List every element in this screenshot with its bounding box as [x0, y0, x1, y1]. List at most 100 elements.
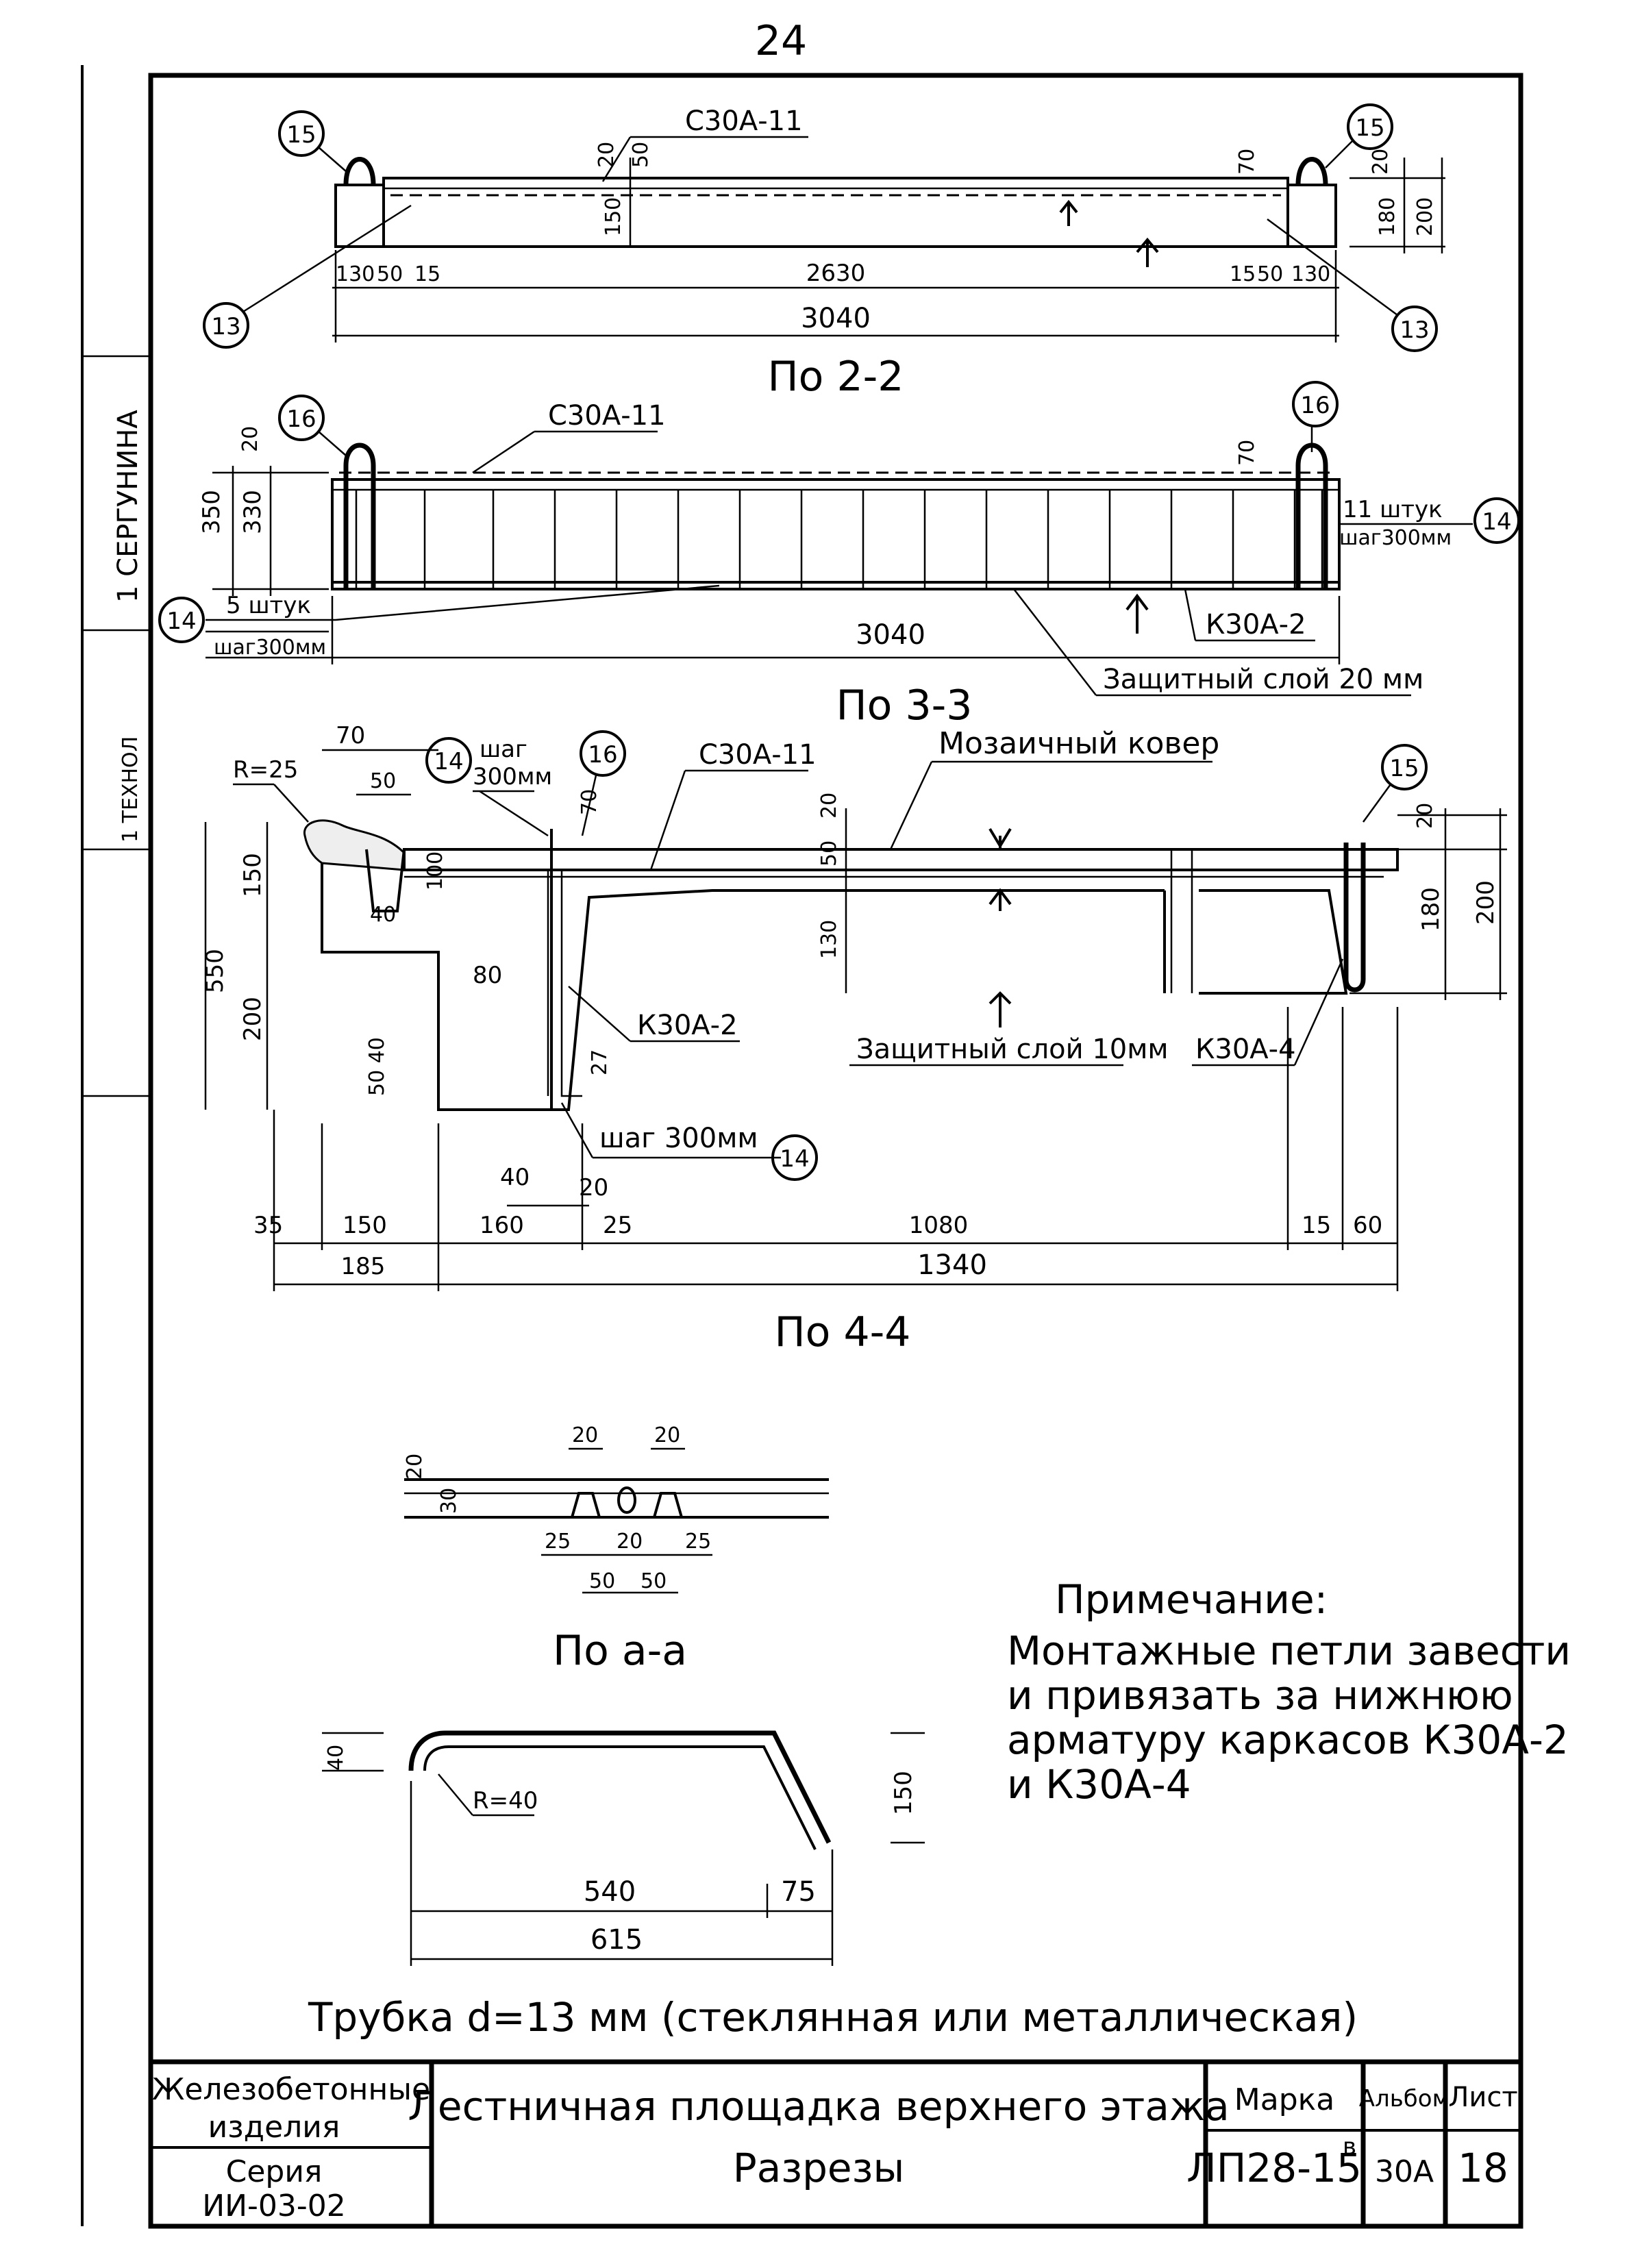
callout-15-left: 15 — [286, 121, 316, 149]
dim-15-4-4: 15 — [1302, 1212, 1331, 1239]
album-label: Альбом — [1359, 2085, 1450, 2113]
dim-200-4-4: 200 — [239, 997, 266, 1041]
drawing-subtitle: Разрезы — [733, 2145, 905, 2191]
dim-70-4-4: 70 — [336, 722, 365, 749]
step-300mm-bottom: шаг 300мм — [599, 1123, 758, 1154]
protective-layer-20: Защитный слой 20 мм — [1103, 664, 1423, 695]
callout-16-4-4: 16 — [588, 741, 617, 769]
dim-130-left: 130 — [336, 262, 375, 286]
dim-35: 35 — [253, 1212, 283, 1239]
dim-130: 130 — [817, 920, 841, 959]
dim-aa-25b: 25 — [685, 1530, 711, 1554]
dim-50-40: 50 40 — [365, 1037, 389, 1096]
dim-50-mid: 50 — [817, 840, 841, 867]
dim-aa-20b: 20 — [572, 1423, 598, 1447]
dim-15-left: 15 — [414, 262, 440, 286]
dim-60: 60 — [1353, 1212, 1382, 1239]
tube-dim-540: 540 — [584, 1876, 636, 1908]
dim-27: 27 — [588, 1049, 612, 1075]
dim-50-left: 50 — [377, 262, 403, 286]
category-line-2: изделия — [208, 2110, 340, 2145]
mark-c30a-11-4-4: С30А-11 — [699, 739, 817, 771]
series-label: Серия — [226, 2154, 323, 2189]
dim-aa-25a: 25 — [545, 1530, 571, 1554]
section-3-3: 16 16 14 14 С30А-11 20 350 330 70 11 шту… — [158, 381, 1520, 730]
mark-label: Марка — [1234, 2082, 1334, 2117]
dim-200-r: 200 — [1472, 880, 1500, 925]
dim-150-bottom: 150 — [343, 1212, 387, 1239]
section-3-3-title: По 3-3 — [836, 682, 973, 730]
callout-14-bottom: 14 — [780, 1145, 809, 1173]
dim-20-top: 20 — [595, 142, 619, 168]
sheet-label: Лист — [1448, 2082, 1517, 2113]
dim-70-right: 70 — [1235, 149, 1259, 175]
dim-50-4-4: 50 — [370, 769, 396, 793]
dim-15-right: 15 — [1230, 262, 1256, 286]
section-2-2-title: По 2-2 — [768, 353, 904, 401]
sheet-value: 18 — [1458, 2145, 1508, 2191]
dim-550: 550 — [201, 949, 229, 993]
note: Примечание: Монтажные петли завести и пр… — [1007, 1576, 1571, 1808]
side-stamp-role: 1 ТЕХНОЛ — [119, 736, 142, 843]
dim-330: 330 — [239, 490, 266, 534]
dim-50-right: 50 — [1257, 262, 1283, 286]
tube-detail: R=40 40 150 540 75 615 Трубка d=13 мм (с… — [308, 1730, 1358, 2041]
callout-13-right: 13 — [1400, 316, 1429, 344]
mark-k30a-4: К30А-4 — [1195, 1034, 1296, 1065]
mark-c30a-11: С30А-11 — [685, 105, 803, 137]
note-line-2: и привязать за нижнюю — [1007, 1672, 1513, 1719]
note-heading: Примечание: — [1055, 1576, 1328, 1623]
callout-13-left: 13 — [211, 313, 240, 340]
dim-40-bottom: 40 — [500, 1164, 530, 1191]
dim-aa-50a: 50 — [589, 1569, 615, 1593]
mosaic-cover: Мозаичный ковер — [938, 726, 1219, 761]
tube-dim-615: 615 — [590, 1924, 643, 1956]
dim-aa-20a: 20 — [403, 1454, 427, 1480]
callout-14-left: 14 — [166, 608, 196, 635]
dim-350: 350 — [198, 490, 225, 534]
tube-dim-75: 75 — [781, 1876, 816, 1908]
label-11-pieces: 11 штук — [1343, 496, 1443, 523]
callout-16-left: 16 — [286, 406, 316, 433]
dim-20-mid-top: 20 — [817, 793, 841, 819]
note-line-3: арматуру каркасов К30А-2 — [1007, 1717, 1569, 1763]
section-4-4: R=25 14 шаг 300мм 16 С30А-11 Мозаичный к… — [201, 722, 1507, 1356]
section-a-a-title: По а-а — [553, 1627, 687, 1675]
dim-20-3-3: 20 — [238, 426, 262, 452]
category-line-1: Железобетонные — [152, 2072, 430, 2107]
dim-40-4-4: 40 — [370, 903, 396, 927]
dim-50-top: 50 — [629, 142, 653, 168]
label-step-right: шаг300мм — [1339, 526, 1452, 550]
dim-180-4-4: 180 — [1417, 887, 1445, 932]
dim-1080: 1080 — [909, 1212, 969, 1239]
dim-80: 80 — [473, 962, 502, 989]
section-a-a: 20 30 20 20 25 20 25 50 50 По а-а — [403, 1423, 829, 1675]
step-label: шаг — [480, 736, 527, 763]
series-value: ИИ-03-02 — [202, 2189, 346, 2223]
step-value: 300мм — [473, 763, 552, 790]
callout-16-right: 16 — [1300, 392, 1330, 419]
callout-14-right: 14 — [1482, 508, 1511, 536]
mark-k30a-2: К30А-2 — [1206, 609, 1306, 640]
dim-200: 200 — [1413, 197, 1437, 236]
dim-aa-20d: 20 — [617, 1530, 643, 1554]
callout-14-4-4: 14 — [434, 748, 463, 775]
section-4-4-title: По 4-4 — [775, 1308, 911, 1356]
dim-20-bottom: 20 — [579, 1174, 608, 1201]
drawing-frame — [148, 73, 1523, 2229]
mark-value: ЛП28-15 — [1186, 2145, 1362, 2191]
dim-185: 185 — [341, 1253, 386, 1280]
section-2-2: 15 15 13 13 С30А-11 20 50 150 70 20 180 … — [203, 103, 1445, 401]
side-stamp-name: 1 СЕРГУНИНА — [112, 410, 144, 603]
protective-layer-10: Защитный слой 10мм — [856, 1034, 1169, 1065]
dim-aa-20c: 20 — [654, 1423, 680, 1447]
label-5-pieces: 5 штук — [226, 592, 311, 619]
label-step-left: шаг300мм — [214, 636, 326, 660]
title-block: Железобетонные изделия Серия ИИ-03-02 Ле… — [151, 2059, 1521, 2226]
note-line-4: и К30А-4 — [1007, 1761, 1191, 1808]
mark-k30a-2-4-4: К30А-2 — [637, 1010, 738, 1041]
tube-dim-150: 150 — [890, 1771, 917, 1815]
callout-15-4-4: 15 — [1389, 755, 1419, 782]
